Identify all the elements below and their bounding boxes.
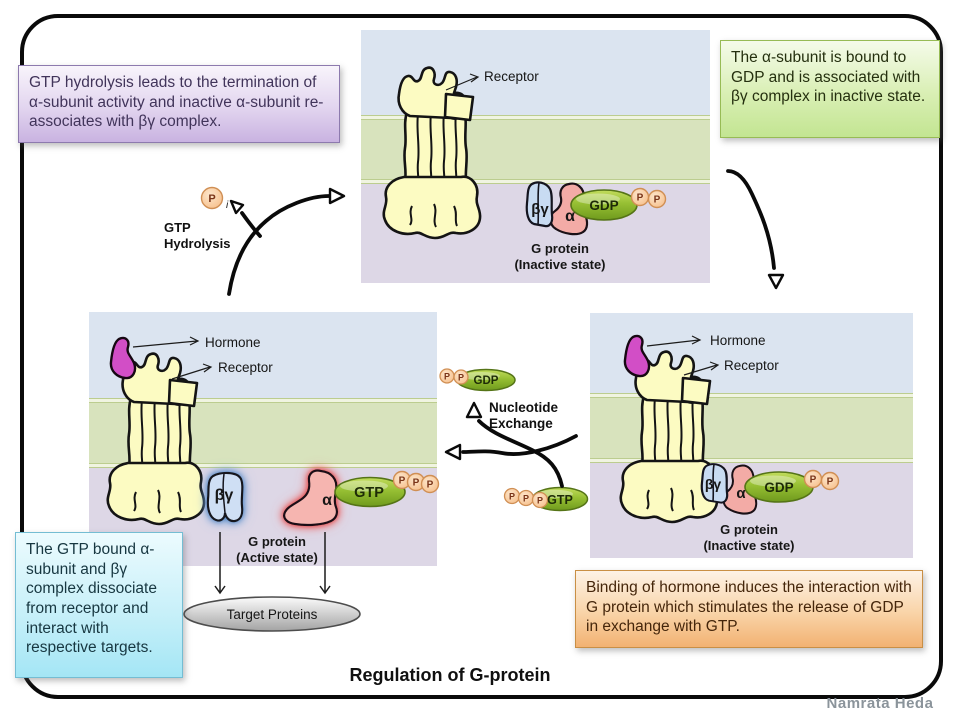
hormone-label-bottom-left: Hormone (205, 335, 261, 350)
note-dissociation: The GTP bound α-subunit and βγ complex d… (15, 532, 183, 678)
receptor-label-top: Receptor (484, 69, 539, 84)
hormone-label-bottom-right: Hormone (710, 333, 766, 348)
arrow-gtp-binding (461, 434, 578, 456)
receptor-shape-top (382, 66, 482, 240)
membrane-inner-leaflet (89, 463, 437, 468)
diagram-border (20, 14, 943, 699)
hormone-shape-bottom-left (109, 336, 137, 380)
membrane-inner-leaflet (590, 458, 913, 463)
beta-gamma-shape-active (206, 471, 244, 523)
phosphate-label: P (523, 494, 529, 504)
pointer-receptor-bottom-left (171, 363, 213, 380)
phosphate-label: P (413, 478, 420, 489)
membrane-outer-leaflet (361, 115, 710, 120)
phosphate-label: P (810, 475, 817, 486)
phosphate-icon (420, 474, 440, 494)
arrow-phosphate-release (240, 211, 262, 238)
pointer-receptor-bottom-right (683, 361, 720, 376)
g-protein-inactive-top (525, 181, 667, 236)
g-protein-label-bottom-left: G protein (248, 534, 306, 549)
incoming-gtp (503, 486, 589, 512)
arrowhead-left-icon (444, 443, 462, 461)
beta-gamma-label: βγ (705, 476, 722, 492)
arrowhead-up-left-icon (229, 199, 245, 215)
phosphate-label: P (399, 476, 406, 487)
hormone-shape-bottom-right (623, 334, 651, 378)
phosphate-icon (453, 369, 469, 385)
phosphate-label: P (509, 492, 515, 502)
arrow-inactive-to-hormone (726, 169, 776, 270)
phosphate-label: P (537, 496, 543, 506)
phosphate-icon (200, 186, 224, 210)
alpha-label: α (322, 492, 332, 509)
state-label-bottom-left: (Active state) (236, 550, 318, 565)
panel-bottom-left-active (89, 312, 437, 566)
g-protein-label-top: G protein (531, 241, 589, 256)
g-protein-label-bottom-right: G protein (720, 522, 778, 537)
gdp-label: GDP (589, 198, 618, 213)
receptor-shape-bottom-left (106, 352, 206, 526)
g-protein-active-bottom-left (206, 469, 440, 527)
membrane-outer-leaflet (89, 398, 437, 403)
arrow-gdp-release (477, 419, 564, 488)
pointer-receptor-top (445, 73, 480, 91)
author-signature: Namrata Heda (826, 695, 934, 712)
note-gtp-hydrolysis: GTP hydrolysis leads to the termination … (18, 65, 340, 143)
arrowhead-up-icon (465, 401, 483, 419)
phosphate-label: P (827, 477, 834, 488)
phosphate-label: P (637, 193, 644, 204)
gtp-label: GTP (547, 493, 573, 507)
gdp-label: GDP (474, 375, 499, 387)
nucleotide-exchange-label: Nucleotide Exchange (489, 400, 559, 432)
phosphate-label: P (458, 373, 464, 383)
pointer-hormone-bottom-right (646, 335, 702, 347)
target-proteins-label: Target Proteins (227, 607, 318, 622)
state-label-bottom-right: (Inactive state) (703, 538, 794, 553)
target-proteins-shape (183, 596, 361, 632)
pointer-hormone-bottom-left (132, 336, 200, 348)
membrane-outer-leaflet (590, 393, 913, 398)
arrowhead-right-icon (328, 187, 346, 205)
inorganic-phosphate (200, 186, 224, 210)
phosphate-icon (531, 491, 549, 509)
note-hormone-binding: Binding of hormone induces the interacti… (575, 570, 923, 648)
g-protein-inactive-bottom-right (700, 463, 840, 515)
phosphate-label: P (427, 480, 434, 491)
receptor-shape-bottom-right (619, 350, 719, 524)
receptor-label-bottom-right: Receptor (724, 358, 779, 373)
beta-gamma-label: βγ (531, 201, 549, 218)
beta-gamma-label: βγ (215, 487, 234, 504)
phosphate-label: P (654, 195, 661, 206)
phosphate-icon (820, 471, 840, 491)
note-inactive-state: The α-subunit is bound to GDP and is ass… (720, 40, 940, 138)
phosphate-label: P (208, 193, 215, 205)
state-label-top: (Inactive state) (514, 257, 605, 272)
gtp-label: GTP (354, 485, 384, 501)
alpha-label: α (565, 208, 575, 225)
pi-subscript-label: i (226, 200, 229, 211)
arrow-to-target-left (214, 532, 226, 595)
released-gdp (439, 368, 516, 392)
page-title: Regulation of G-protein (349, 665, 551, 685)
alpha-label: α (736, 485, 746, 502)
receptor-label-bottom-left: Receptor (218, 360, 273, 375)
gtp-hydrolysis-label: GTP Hydrolysis (164, 220, 231, 252)
arrowhead-down-icon (767, 273, 785, 290)
beta-gamma-shape (525, 181, 554, 228)
gtp-molecule (334, 476, 406, 508)
beta-gamma-shape (700, 463, 729, 504)
phosphate-icon (647, 189, 667, 209)
phosphate-label: P (444, 372, 450, 382)
gdp-label: GDP (764, 480, 793, 495)
arrow-to-target-right (319, 532, 331, 595)
arrow-hydrolysis-to-inactive (227, 194, 331, 296)
